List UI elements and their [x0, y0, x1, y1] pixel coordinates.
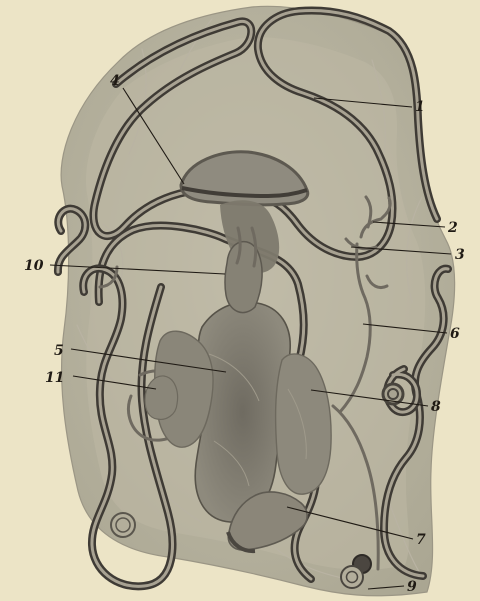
lower-right-ring-outer	[341, 566, 363, 588]
lower-left-ring-outer	[111, 513, 135, 537]
label-10: 10	[24, 258, 44, 274]
label-4: 4	[110, 73, 120, 89]
label-7: 7	[416, 532, 426, 548]
label-11: 11	[45, 370, 64, 386]
label-5: 5	[54, 343, 64, 359]
label-8: 8	[431, 399, 441, 415]
label-6: 6	[450, 326, 460, 342]
label-1: 1	[415, 99, 425, 115]
label-3: 3	[455, 247, 465, 263]
label-9: 9	[407, 579, 417, 595]
label-2: 2	[447, 220, 458, 236]
